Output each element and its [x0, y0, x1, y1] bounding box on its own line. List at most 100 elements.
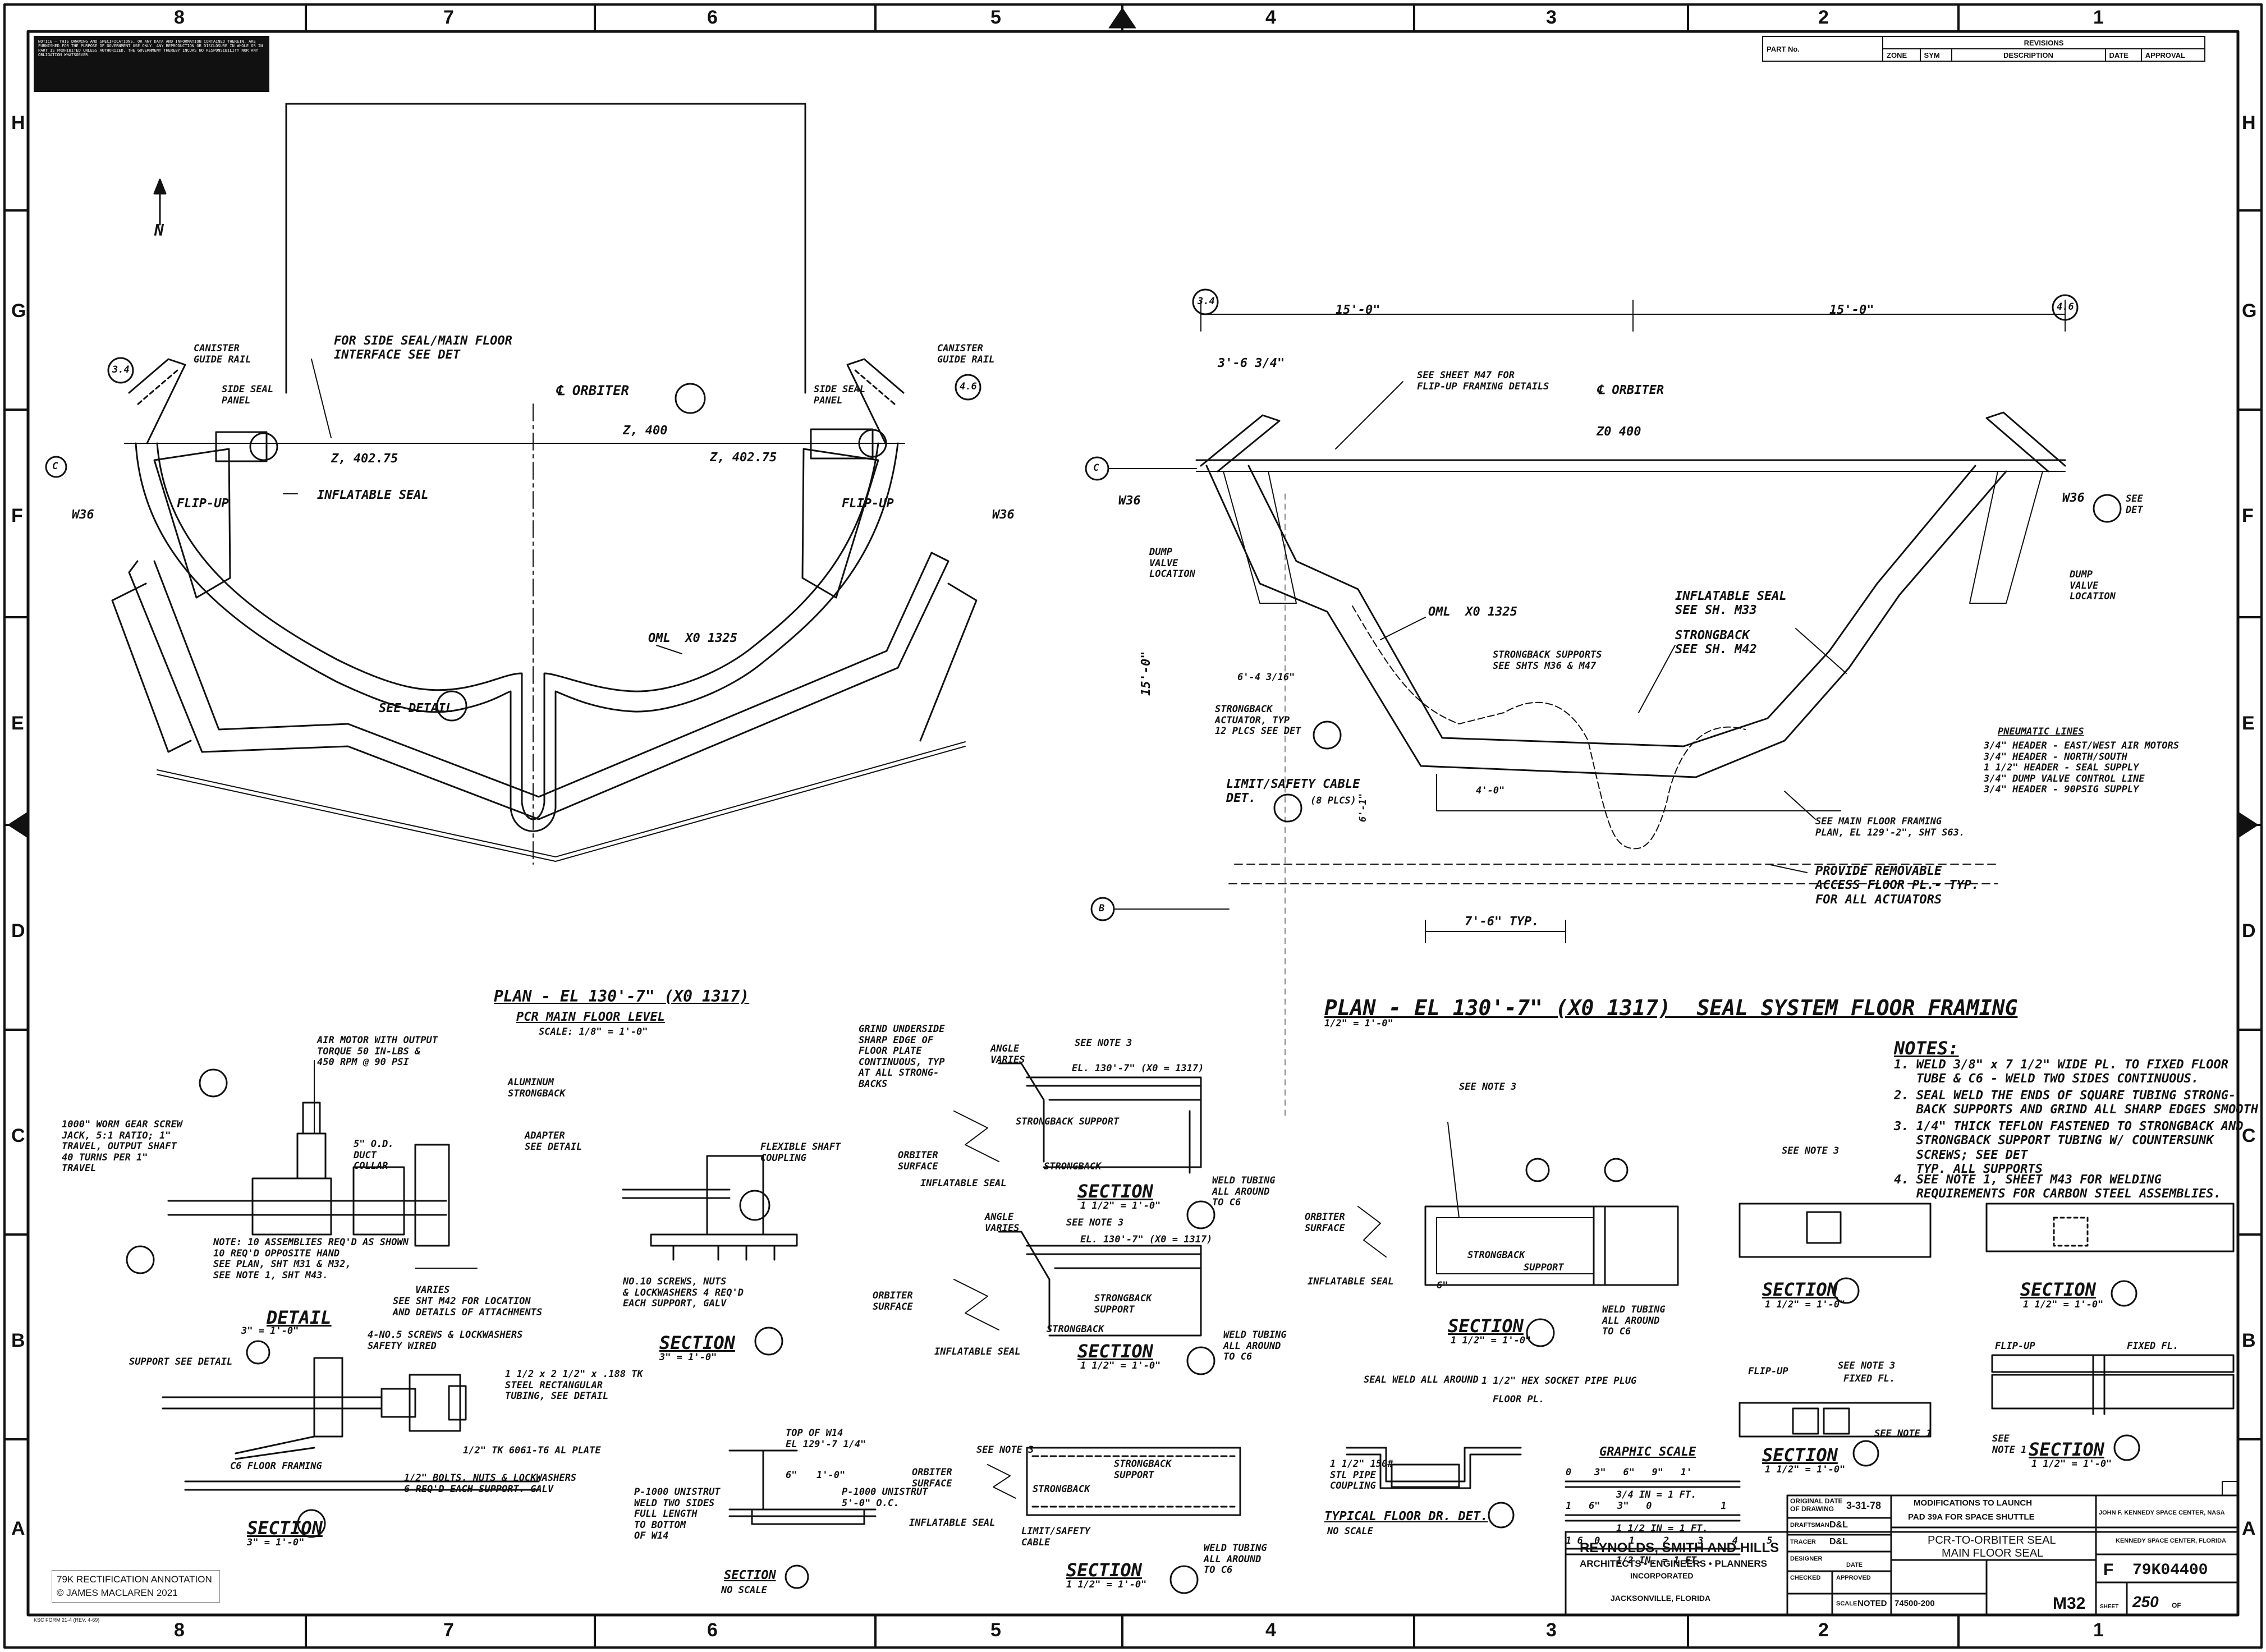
left-interface-note: FOR SIDE SEAL/MAIN FLOOR INTERFACE SEE D…	[334, 334, 512, 362]
section-e-title: SECTION	[1066, 1559, 1142, 1581]
tb-designer-label: DESIGNER	[1790, 1555, 1823, 1562]
section-e-weld: WELD TUBING ALL AROUND TO C6	[1204, 1543, 1267, 1576]
section-j-scale: 1 1/2" = 1'-0"	[2023, 1299, 2104, 1310]
detail-plate: 1/2" TK 6061-T6 AL PLATE	[463, 1445, 601, 1456]
graphic-scale-1: 0 3" 6" 9" 1'	[1566, 1467, 1692, 1478]
section-d-linework	[953, 1231, 1215, 1375]
section-l-dim-6: 6"	[786, 1470, 797, 1481]
left-grid-c: C	[52, 461, 58, 472]
section-d-title: SECTION	[1077, 1341, 1153, 1362]
right-grid-34: 3.4	[1198, 296, 1215, 307]
right-floor-framing: SEE MAIN FLOOR FRAMING PLAN, EL 129'-2",…	[1815, 816, 1965, 838]
section-f-see3: SEE NOTE 3	[1459, 1081, 1517, 1093]
zone-col-8-bottom: 8	[174, 1619, 185, 1641]
section-c-title: SECTION	[1077, 1181, 1153, 1202]
zone-row-c-left: C	[11, 1125, 25, 1146]
left-orbiter-centerline: ℄ ORBITER	[556, 383, 630, 398]
detail-tubing: 1 1/2 x 2 1/2" x .188 TK STEEL RECTANGUL…	[505, 1369, 643, 1402]
right-dim-3: 3'-6 3/4"	[1218, 356, 1285, 370]
tb-nasa-line-2: KENNEDY SPACE CENTER, FLORIDA	[2116, 1538, 2227, 1544]
right-plan-caption: PLAN - EL 130'-7" (X0 1317) SEAL SYSTEM …	[1324, 995, 2018, 1020]
left-grid-34: 3.4	[112, 364, 130, 375]
right-dump-valve-l: DUMP VALVE LOCATION	[1149, 547, 1195, 580]
revisions-table: PART No. REVISIONS ZONE SYM DESCRIPTION …	[1762, 36, 2206, 62]
tb-scale: NOTED	[1857, 1599, 1887, 1608]
ksc-form-number: KSC FORM 21-4 (REV. 4-69)	[34, 1617, 100, 1623]
detail-bolts: 1/2" BOLTS, NUTS & LOCKWASHERS 6 REQ'D E…	[404, 1472, 577, 1495]
section-l-dim-1: 1'-0"	[817, 1470, 846, 1481]
section-g-linework	[1739, 1203, 1932, 1304]
zone-row-g-left: G	[11, 300, 26, 322]
rev-col-zone: ZONE	[1882, 48, 1921, 62]
rev-col-approval: APPROVAL	[2140, 48, 2206, 62]
detail-support: SUPPORT SEE DETAIL	[129, 1356, 233, 1368]
detail-title: DETAIL	[267, 1307, 332, 1328]
section-e-linework	[987, 1447, 1241, 1594]
right-see-m47: SEE SHEET M47 FOR FLIP-UP FRAMING DETAIL…	[1417, 370, 1549, 392]
section-k-flip: FLIP-UP	[1995, 1341, 2035, 1352]
left-canister-rail-l: CANISTER GUIDE RAIL	[194, 343, 251, 365]
section-d-inflatable: INFLATABLE SEAL	[934, 1346, 1021, 1357]
zone-row-h-right: H	[2242, 112, 2256, 134]
graphic-scale-3: 1 6 0 1 2 3 4 5	[1566, 1535, 1773, 1547]
right-dim-4: 4'-0"	[1476, 785, 1505, 796]
section-c-linework	[953, 1062, 1215, 1229]
section-e-see3: SEE NOTE 3	[976, 1444, 1034, 1456]
section-l-title: SECTION	[724, 1568, 776, 1582]
section-d-strongback: STRONGBACK	[1047, 1324, 1104, 1335]
section-j-title: SECTION	[2020, 1279, 2096, 1300]
section-l-unistrut-1: P-1000 UNISTRUT WELD TWO SIDES FULL LENG…	[634, 1486, 721, 1542]
rev-col-description: DESCRIPTION	[1951, 48, 2106, 62]
detail-varies: VARIES	[415, 1284, 450, 1296]
tb-mod-line-1: MODIFICATIONS TO LAUNCH	[1914, 1498, 2033, 1508]
section-f-orbiter: ORBITER SURFACE	[1305, 1212, 1345, 1234]
section-h-scale: 1 1/2" = 1'-0"	[1765, 1464, 1846, 1475]
detail-duct-collar: 5" O.D. DUCT COLLAR	[354, 1139, 394, 1172]
section-b-linework	[622, 1155, 798, 1356]
section-h-flip: FLIP-UP	[1748, 1366, 1788, 1377]
zone-row-a-left: A	[11, 1518, 25, 1539]
drain-seal-weld: SEAL WELD ALL AROUND	[1364, 1374, 1479, 1385]
right-dim-15-r: 15'-0"	[1829, 303, 1874, 317]
credit-line-2: © JAMES MACLAREN 2021	[57, 1587, 178, 1598]
left-z40275-right: Z, 402.75	[710, 451, 777, 465]
section-d-el: EL. 130'-7" (X0 = 1317)	[1080, 1234, 1213, 1245]
left-see-detail: SEE DETAIL	[379, 701, 453, 715]
section-a-title: SECTION	[247, 1517, 323, 1539]
zone-col-1-top: 1	[2093, 7, 2104, 28]
note-1: 1. WELD 3/8" x 7 1/2" WIDE PL. TO FIXED …	[1894, 1058, 2229, 1086]
right-dim-61: 6'-1"	[1357, 793, 1369, 822]
zone-col-4-top: 4	[1265, 7, 1276, 28]
right-limit-cable: LIMIT/SAFETY CABLE DET.	[1226, 777, 1360, 806]
left-w36-r: W36	[992, 508, 1015, 522]
right-access-floor: PROVIDE REMOVABLE ACCESS FLOOR PL.- TYP.…	[1815, 864, 1979, 907]
zone-col-6-bottom: 6	[707, 1619, 718, 1641]
right-inflatable-seal: INFLATABLE SEAL SEE SH. M33	[1675, 589, 1787, 618]
section-f-scale: 1 1/2" = 1'-0"	[1451, 1335, 1531, 1346]
pneumatic-title: PNEUMATIC LINES	[1998, 726, 2084, 737]
section-f-weld: WELD TUBING ALL AROUND TO C6	[1602, 1304, 1666, 1338]
section-h-linework	[1739, 1402, 1932, 1467]
section-c-el: EL. 130'-7" (X0 = 1317)	[1072, 1063, 1204, 1074]
detail-air-motor: AIR MOTOR WITH OUTPUT TORQUE 50 IN-LBS &…	[317, 1035, 438, 1068]
tb-drawing-number: 79K04400	[2132, 1562, 2208, 1579]
section-f-support: SUPPORT	[1524, 1262, 1564, 1273]
tb-nasa-line-1: JOHN F. KENNEDY SPACE CENTER, NASA	[2099, 1509, 2225, 1516]
section-g-see3: SEE NOTE 3	[1782, 1145, 1840, 1157]
section-f-strongback: STRONGBACK	[1467, 1250, 1525, 1261]
tb-tracer: D&L	[1829, 1537, 1848, 1547]
left-w36-l: W36	[72, 508, 94, 522]
graphic-scale-1-units: 3/4 IN = 1 FT.	[1616, 1489, 1697, 1500]
zone-col-1-bottom: 1	[2093, 1619, 2104, 1641]
section-l-top: TOP OF W14 EL 129'-7 1/4"	[786, 1428, 866, 1450]
note-2: 2. SEAL WELD THE ENDS OF SQUARE TUBING S…	[1894, 1089, 2266, 1117]
zone-row-d-right: D	[2242, 920, 2256, 942]
section-c-scale: 1 1/2" = 1'-0"	[1080, 1200, 1161, 1212]
zone-col-2-bottom: 2	[1818, 1619, 1829, 1641]
section-c-grind: GRIND UNDERSIDE SHARP EDGE OF FLOOR PLAT…	[859, 1024, 945, 1090]
tb-sheet-id: M32	[2053, 1594, 2086, 1613]
tb-scale-label: SCALE	[1836, 1600, 1857, 1607]
section-h-title: SECTION	[1762, 1444, 1838, 1466]
left-plan-scale: SCALE: 1/8" = 1'-0"	[539, 1026, 648, 1038]
section-c-see3: SEE NOTE 3	[1075, 1038, 1132, 1049]
